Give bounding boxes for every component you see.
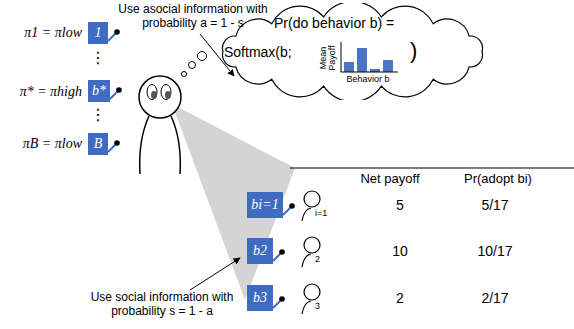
thought-dot [182,72,187,77]
axis-label: Behavior b [336,74,400,84]
pin-stick [273,300,281,308]
person-number: 2 [315,254,339,264]
behavior-box: bi=1 [247,192,283,218]
formula-text: Softmax(b; [224,44,292,60]
chart-axis [341,42,398,72]
payoff-formula: π1 = πlow [0,25,82,41]
behavior-label: B [94,136,103,152]
formula-text: Pr(do behavior b) = [274,15,394,31]
table-cell: 5 [380,197,420,213]
table-cell: 5/17 [468,197,522,213]
behavior-box: b2 [247,238,273,264]
pin-dot [279,249,285,255]
ellipsis: ⋮ [90,49,106,67]
person-figure [139,76,181,174]
thought-dot [189,62,196,69]
table-cell: 2/17 [468,290,522,306]
behavior-label: 1 [95,25,102,41]
formula-text: ) [410,38,417,64]
behavior-label: bi=1 [251,197,278,213]
pin-stick [108,33,116,41]
pin-dot [114,140,120,146]
ellipsis: ⋮ [90,106,106,124]
thought-dot [198,52,207,61]
table-cell: 10/17 [468,243,522,259]
gaze-cone [172,104,295,300]
payoff-formula: π* = πhigh [0,84,82,100]
table-cell: 10 [380,243,420,259]
payoff-bar [344,62,354,72]
behavior-label: b3 [253,290,267,306]
pin-stick [108,144,116,152]
behavior-box: b* [88,80,110,102]
callout-text: Use asocial information with probability… [118,3,268,31]
pin-stick [110,91,118,99]
leader-arrow [190,258,240,290]
behavior-box: b3 [247,285,273,311]
table-cell: 2 [380,290,420,306]
pin-dot [114,29,120,35]
axis-label: Mean Payoff [319,37,337,79]
payoff-formula: πB = πlow [0,136,82,152]
table-rule [290,168,574,169]
behavior-label: b2 [253,243,267,259]
thought-bubble: Pr(do behavior b) = Softmax(b;) [210,3,495,100]
behavior-box: 1 [88,22,108,44]
cloud-outline [222,3,482,100]
column-header: Net payoff [350,172,430,187]
payoff-bar [383,60,393,72]
behavior-label: b* [92,83,106,99]
pin-dot [279,296,285,302]
callout-text: Use social information with probability … [82,291,242,319]
behavior-box: B [88,133,108,155]
pin-dot [289,203,295,209]
person-number: 3 [315,301,339,311]
payoff-bar [357,48,367,72]
person-number: i=1 [315,208,339,218]
pin-stick [273,253,281,261]
pin-dot [116,87,122,93]
pin-stick [283,207,291,215]
payoff-chart [341,42,398,72]
column-header: Pr(adopt bi) [448,172,548,187]
